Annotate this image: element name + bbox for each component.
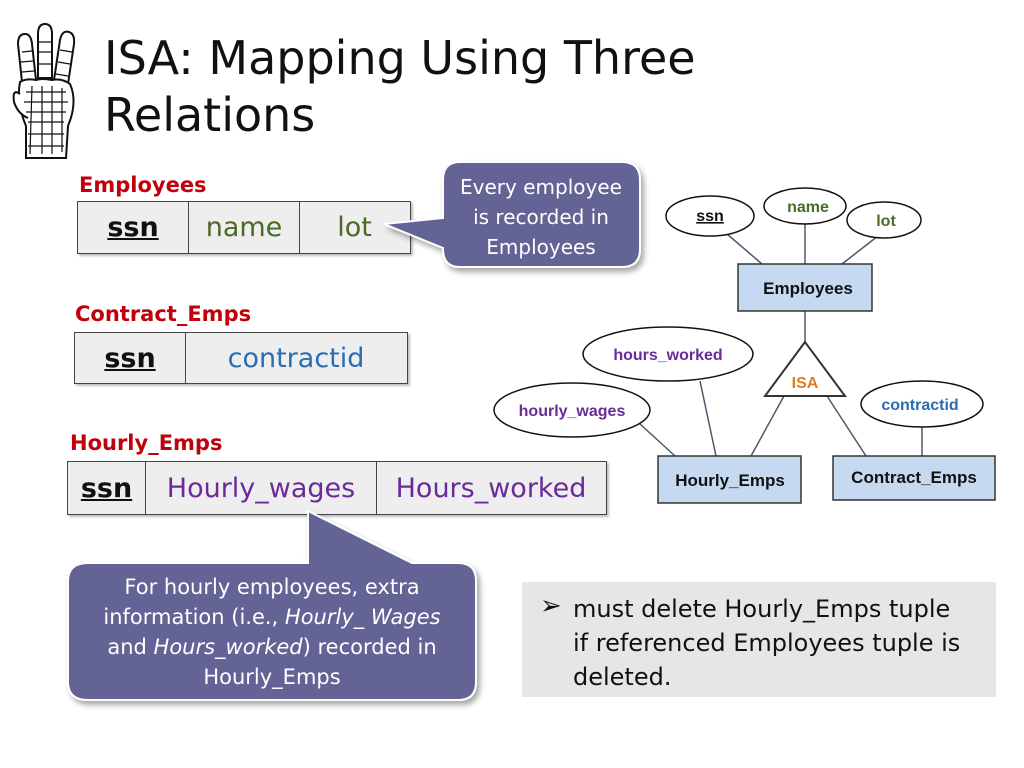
employees-col-name: name: [189, 202, 300, 253]
hourly-emps-col-hours-worked: Hours_worked: [395, 472, 587, 504]
er-entity-hourly-emps-box: [657, 455, 802, 504]
er-attr-hours-worked-ellipse: [582, 326, 754, 382]
contract-emps-relation-label: Contract_Emps: [75, 302, 252, 326]
er-entity-contract-emps: Contract_Emps: [851, 468, 977, 487]
er-edge-isa-contract: [826, 395, 867, 457]
contract-emps-table: ssn contractid: [74, 332, 408, 384]
employees-callout-text: Every employee is recorded in Employees: [446, 172, 636, 262]
hourly-callout-text: For hourly employees, extra information …: [72, 572, 472, 692]
hourly-callout-line-3: and Hours_worked) recorded in: [72, 632, 472, 662]
er-entity-employees-box: [737, 263, 873, 312]
er-edge-hours-worked: [699, 380, 717, 457]
title-line-2: Relations: [104, 88, 316, 142]
three-fingers-hand-icon: [12, 22, 76, 159]
er-attr-name-ellipse: [763, 187, 847, 225]
er-attr-contractid: contractid: [881, 397, 958, 414]
hourly-callout-line-2-a: information (i.e.,: [103, 605, 285, 629]
er-edge-lot: [841, 235, 879, 265]
er-entity-employees: Employees: [763, 279, 853, 298]
note-box: ➢ must delete Hourly_Emps tuple if refer…: [522, 582, 996, 697]
hourly-callout-line-2-b: Hourly_ Wages: [284, 605, 441, 629]
er-attr-name: name: [787, 199, 829, 216]
note-line-3: deleted.: [573, 663, 672, 691]
employees-col-lot: lot: [337, 212, 372, 243]
employees-col-ssn: ssn: [78, 202, 189, 253]
er-attr-ssn-ellipse: [665, 195, 755, 237]
hourly-callout-line-4: Hourly_Emps: [203, 665, 341, 689]
employees-callout-line-2: is recorded in: [473, 205, 609, 229]
hourly-emps-table: ssn Hourly_wages Hours_worked: [67, 461, 607, 515]
employees-relation-label: Employees: [79, 173, 207, 197]
hourly-callout-line-3-b: Hours_worked: [153, 635, 303, 659]
note-text: must delete Hourly_Emps tuple if referen…: [573, 592, 985, 694]
hourly-emps-relation-label: Hourly_Emps: [70, 431, 223, 455]
hourly-emps-col-ssn: ssn: [68, 462, 146, 514]
employees-callout-line-1: Every employee: [460, 175, 622, 199]
er-edge-hourly-wages: [639, 423, 676, 457]
er-attr-ssn: ssn: [696, 208, 724, 225]
employees-callout-line-3: Employees: [486, 235, 596, 259]
er-attr-hours-worked: hours_worked: [613, 347, 722, 364]
note-line-2: if referenced Employees tuple is: [573, 629, 961, 657]
employees-table: ssn name lot: [77, 201, 411, 254]
note-line-1: must delete Hourly_Emps tuple: [573, 595, 951, 623]
hourly-callout-bubble: [67, 509, 477, 701]
hourly-callout-line-3-a: and: [107, 635, 154, 659]
hourly-callout-line-3-c: ) recorded in: [302, 635, 437, 659]
hourly-callout-line-2: information (i.e., Hourly_ Wages: [72, 602, 472, 632]
er-entity-contract-emps-box: [832, 455, 996, 501]
er-attr-hourly-wages-ellipse: [493, 382, 651, 438]
employees-callout-bubble: [383, 161, 641, 268]
arrow-bullet-icon: ➢: [540, 590, 562, 620]
er-attr-hourly-wages: hourly_wages: [519, 403, 626, 420]
contract-emps-col-ssn: ssn: [75, 333, 186, 383]
er-attr-lot: lot: [876, 213, 896, 230]
er-entity-hourly-emps: Hourly_Emps: [675, 471, 785, 490]
title-line-1: ISA: Mapping Using Three: [104, 31, 696, 85]
hourly-emps-col-hourly-wages: Hourly_wages: [146, 462, 377, 514]
er-edge-ssn: [726, 233, 763, 265]
er-isa-triangle: [763, 340, 847, 397]
er-isa-label: ISA: [792, 375, 819, 392]
contract-emps-col-contractid: contractid: [227, 342, 365, 374]
er-edge-isa-hourly: [750, 395, 785, 457]
er-attr-contractid-ellipse: [860, 380, 984, 428]
er-attr-lot-ellipse: [846, 201, 922, 239]
hourly-callout-line-1: For hourly employees, extra: [124, 575, 420, 599]
slide-title: ISA: Mapping Using Three Relations: [104, 30, 784, 144]
